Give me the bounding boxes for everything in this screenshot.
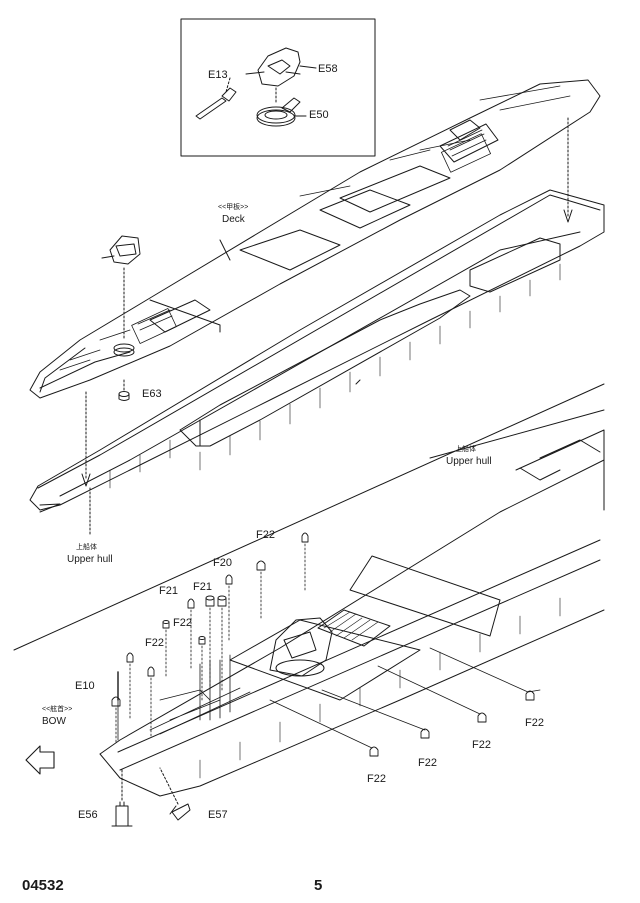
deck-drawing	[29, 79, 601, 399]
lower-vent-grid-drawing	[317, 609, 391, 647]
label-bow-cn: <<舷首>>	[42, 706, 73, 713]
label-f22-left: F22	[145, 637, 164, 649]
lower-turret-drawing	[269, 617, 333, 677]
label-upper-hull-cn-2: 上船体	[455, 446, 476, 453]
label-e57: E57	[208, 809, 228, 821]
bow-arrow-icon	[25, 745, 55, 775]
page-number: 5	[314, 877, 323, 894]
label-upper-hull-cn-1: 上船体	[76, 544, 97, 551]
forward-deck-fittings	[117, 654, 251, 741]
label-f21-b: F21	[159, 585, 178, 597]
label-deck-cn: <<甲板>>	[218, 204, 249, 211]
label-f22-r4: F22	[367, 773, 386, 785]
lower-hull-drawing	[99, 409, 605, 797]
label-e63: E63	[142, 388, 162, 400]
label-f20: F20	[213, 557, 232, 569]
kit-number: 04532	[22, 877, 64, 894]
e50-part-drawing	[256, 97, 301, 127]
label-e13: E13	[208, 69, 228, 81]
e56-part-drawing	[111, 801, 133, 827]
f20-f21-parts-drawings	[117, 595, 227, 701]
label-e56: E56	[78, 809, 98, 821]
label-bow-en: BOW	[42, 716, 66, 727]
label-f22-mid: F22	[173, 617, 192, 629]
section-divider	[13, 383, 605, 651]
label-e10: E10	[75, 680, 95, 692]
label-f21-a: F21	[193, 581, 212, 593]
label-e50: E50	[309, 109, 329, 121]
f22-parts-drawings	[111, 532, 535, 757]
label-f22-top: F22	[256, 529, 275, 541]
label-f22-r2: F22	[472, 739, 491, 751]
label-upper-hull-en-1: Upper hull	[67, 554, 113, 565]
e58-part-drawing	[245, 47, 301, 87]
label-f22-r1: F22	[525, 717, 544, 729]
label-upper-hull-en-2: Upper hull	[446, 456, 492, 467]
e57-part-drawing	[169, 803, 191, 821]
label-deck-en: Deck	[222, 214, 245, 225]
upper-hull-drawing	[29, 189, 605, 513]
label-e58: E58	[318, 63, 338, 75]
e63-part-drawing	[118, 391, 130, 401]
e13-part-drawing	[195, 87, 237, 120]
inset-box	[180, 18, 376, 157]
label-f22-r3: F22	[418, 757, 437, 769]
deck-turret-drawing	[101, 235, 141, 357]
